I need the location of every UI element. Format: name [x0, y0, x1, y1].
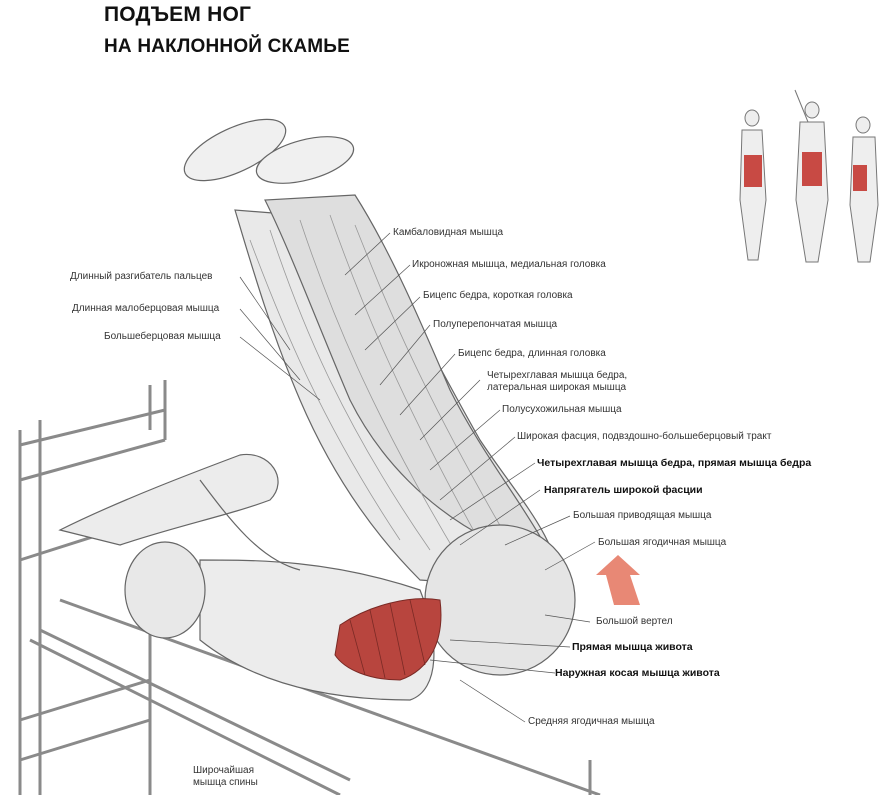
arms [58, 453, 279, 546]
leg-striations [249, 214, 521, 561]
label-peroneus-longus: Длинная малоберцовая мышца [72, 303, 220, 314]
glute [424, 524, 576, 676]
label-extensor-digitorum-longus: Длинный разгибатель пальцев [70, 271, 213, 282]
label-greater-trochanter: Большой вертел [596, 616, 673, 627]
label-adductor-magnus: Большая приводящая мышца [573, 510, 712, 521]
label-biceps-femoris-long: Бицепс бедра, длинная головка [458, 348, 606, 359]
label-gastrocnemius-medial: Икроножная мышца, медиальная головка [412, 259, 606, 270]
label-rectus-femoris: Четырехглавая мышца бедра, прямая мышца … [537, 457, 812, 469]
leader-lines [239, 232, 596, 723]
label-fascia-lata-itb: Широкая фасция, подвздошно-большеберцовы… [517, 431, 772, 442]
reference-figures [739, 89, 879, 263]
label-latissimus-dorsi: Широчайшая мышца спины [193, 765, 258, 788]
label-semitendinosus: Полусухожильная мышца [502, 404, 622, 415]
feet [183, 118, 355, 184]
label-gluteus-medius: Средняя ягодичная мышца [528, 716, 655, 727]
title-line-2: НА НАКЛОННОЙ СКАМЬЕ [104, 36, 351, 57]
label-vastus-lateralis: Четырехглавая мышца бедра, латеральная ш… [487, 370, 628, 393]
label-rectus-abdominis: Прямая мышца живота [572, 641, 693, 653]
direction-arrow [596, 555, 640, 605]
label-gluteus-maximus: Большая ягодичная мышца [598, 537, 727, 548]
label-semimembranosus: Полуперепончатая мышца [433, 319, 558, 330]
label-tensor-fasciae-latae: Напрягатель широкой фасции [544, 484, 703, 496]
label-biceps-femoris-short: Бицепс бедра, короткая головка [423, 290, 573, 301]
label-soleus: Камбаловидная мышца [393, 227, 504, 238]
label-tibialis-anterior: Большеберцовая мышца [104, 331, 221, 342]
head [124, 541, 206, 639]
label-external-oblique: Наружная косая мышца живота [555, 667, 720, 679]
title-line-1: ПОДЪЕМ НОГ [104, 3, 252, 26]
